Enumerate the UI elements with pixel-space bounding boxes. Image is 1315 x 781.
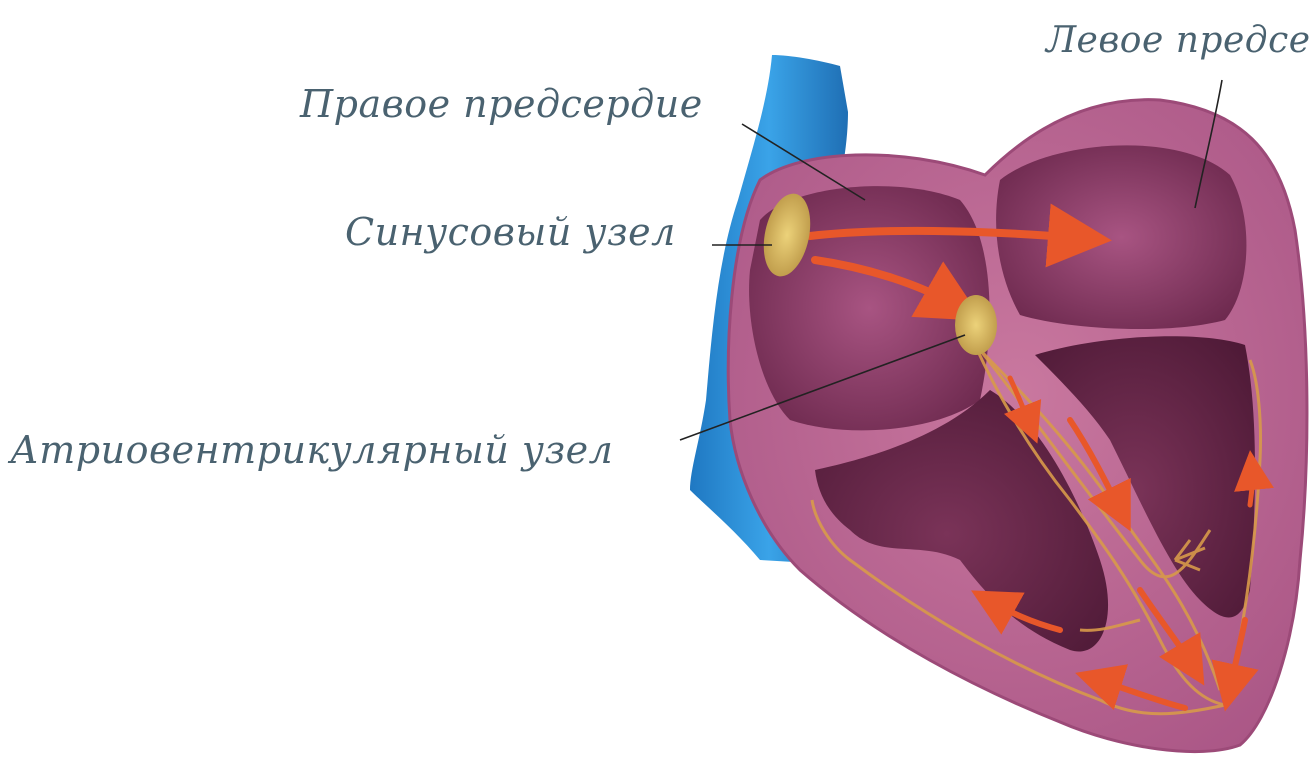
label-right-atrium: Правое предсердие [300, 82, 703, 126]
arrow-purkinje-3 [1250, 470, 1252, 505]
av-node [955, 295, 997, 355]
label-av-node: Атриовентрикулярный узел [10, 428, 613, 472]
label-left-atrium: Левое предсе [1046, 20, 1311, 61]
label-sinus-node: Синусовый узел [345, 210, 676, 254]
